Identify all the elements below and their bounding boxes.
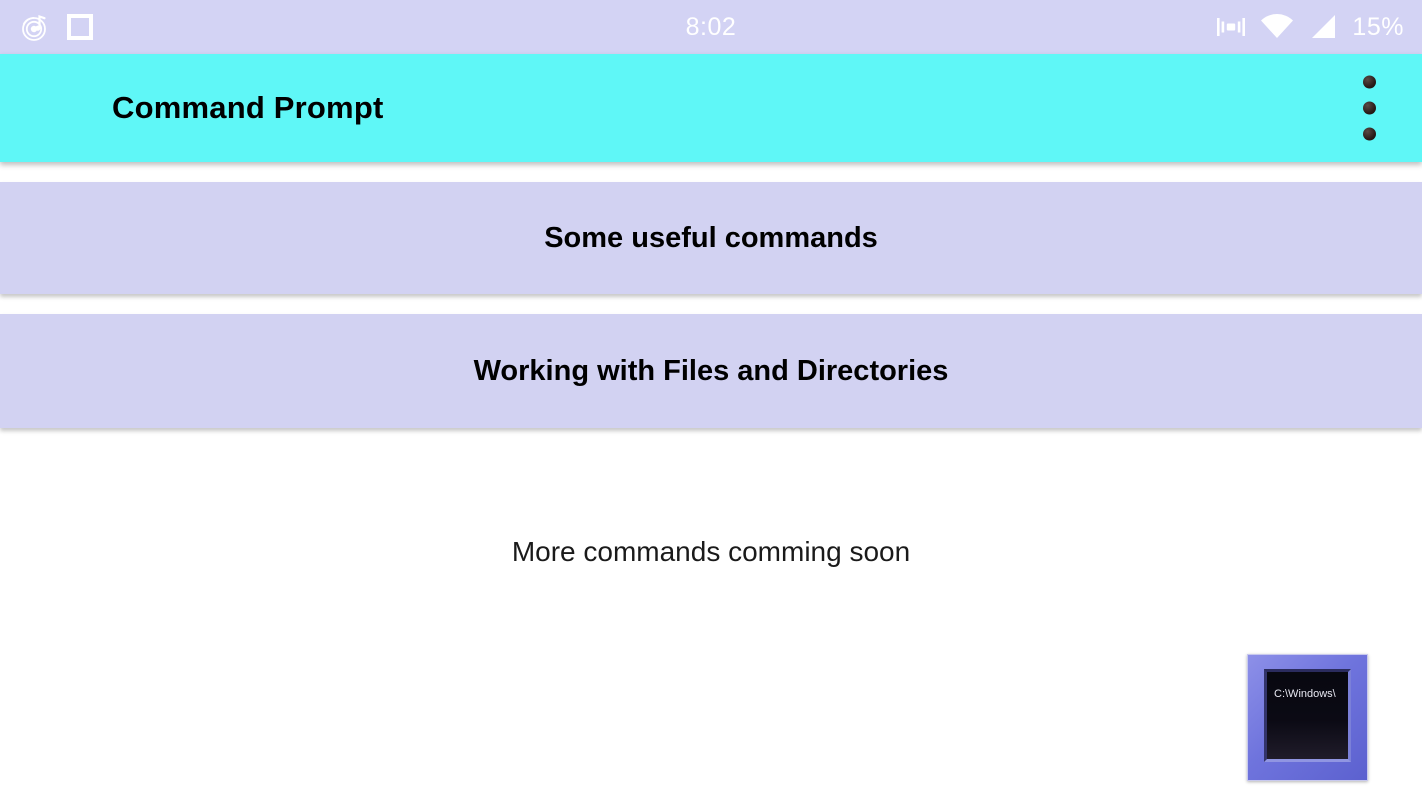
more-vertical-icon[interactable] <box>1359 72 1380 145</box>
card-working-with-files-and-directories[interactable]: Working with Files and Directories <box>0 314 1422 428</box>
coming-soon-note: More commands comming soon <box>511 536 911 567</box>
overflow-dot <box>1363 75 1376 89</box>
signal-icon <box>1308 14 1338 40</box>
card-label: Working with Files and Directories <box>473 354 949 387</box>
card-label: Some useful commands <box>544 221 878 254</box>
card-some-useful-commands[interactable]: Some useful commands <box>0 182 1422 294</box>
battery-percent: 15% <box>1352 12 1404 41</box>
overflow-dot <box>1363 101 1376 115</box>
vibrate-icon <box>1216 14 1246 40</box>
app-bar: Command Prompt <box>0 54 1422 162</box>
command-prompt-path-text: C:\Windows\ <box>1274 688 1336 700</box>
command-prompt-screen: C:\Windows\ <box>1264 669 1351 762</box>
status-bar-right-icons: 15% <box>953 13 1422 42</box>
status-bar-center: 8:02 <box>469 13 952 42</box>
screenshot-square-icon <box>66 13 94 41</box>
page-title: Command Prompt <box>112 90 384 125</box>
status-bar-clock: 8:02 <box>685 12 737 41</box>
status-bar-left-icons <box>0 12 469 42</box>
overflow-dot <box>1363 127 1376 141</box>
status-bar: 8:02 <box>0 0 1422 54</box>
command-prompt-icon[interactable]: C:\Windows\ <box>1247 654 1368 781</box>
wifi-icon <box>1260 14 1294 40</box>
music-record-icon <box>20 12 50 42</box>
